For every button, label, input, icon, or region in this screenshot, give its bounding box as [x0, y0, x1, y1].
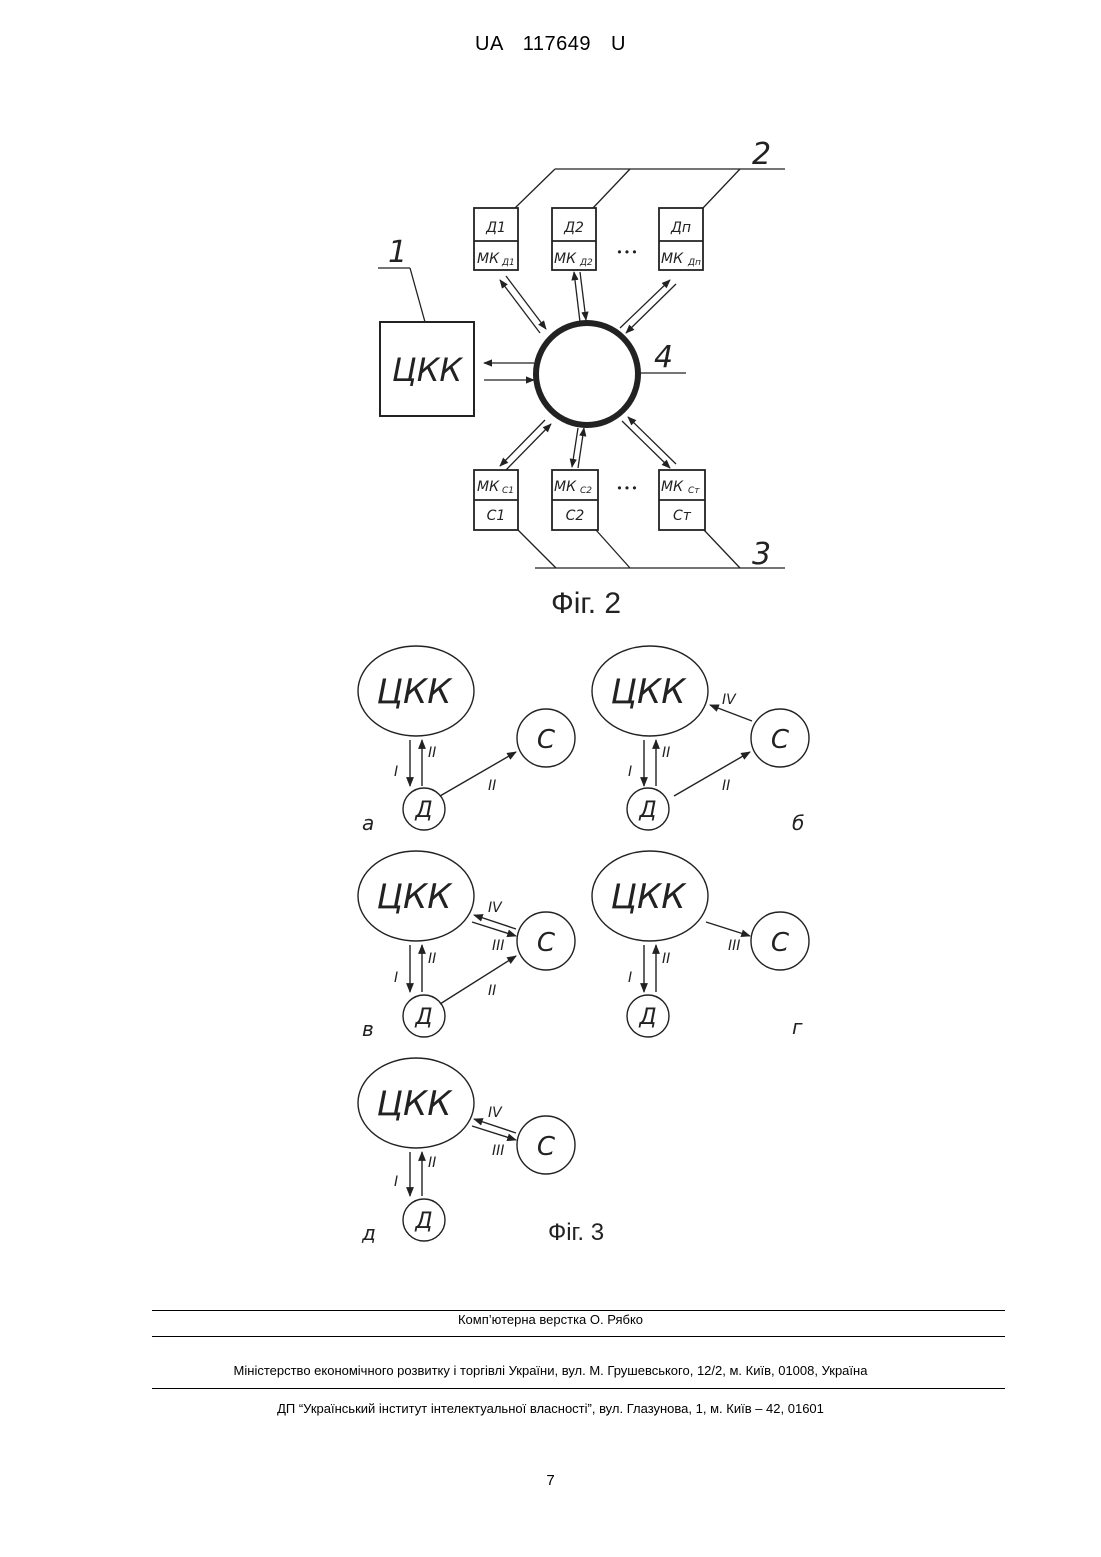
arrow-iv-label: IV: [488, 900, 503, 916]
fig3-labels: ЦКК ЦКК ЦКК ЦКК ЦКК С С С С С Д Д Д Д Д …: [361, 672, 804, 1246]
panel-label-g: г: [792, 1015, 803, 1039]
ref-1-label: 1: [388, 235, 407, 270]
mk-d2-label: МК: [554, 251, 577, 267]
c-label: С: [537, 928, 556, 958]
panel-label-a: а: [362, 811, 374, 835]
d-label: Д: [638, 798, 656, 823]
mk-d1-sub: Д1: [501, 258, 515, 268]
panel-label-d: д: [361, 1221, 376, 1245]
ckk-label: ЦКК: [392, 351, 464, 389]
d-label: Д: [414, 1209, 432, 1234]
d-dots: • • •: [617, 245, 636, 259]
ministry-address: Міністерство економічного розвитку і тор…: [0, 1363, 1101, 1378]
arrow-ii-label: II: [428, 1155, 436, 1171]
ref-3-leader: [518, 530, 785, 568]
c-dots: • • •: [617, 481, 636, 495]
d1-label: Д1: [485, 220, 506, 236]
ref-4-label: 4: [654, 340, 673, 375]
arrow-ii-label: II: [488, 778, 496, 794]
ckk-label: ЦКК: [377, 672, 454, 712]
c2-label: С2: [566, 508, 585, 524]
institute-address: ДП “Український інститут інтелектуальної…: [0, 1401, 1101, 1416]
ref-3-label: 3: [752, 537, 771, 572]
arrow-i-label: I: [628, 970, 632, 986]
ckk-label: ЦКК: [377, 1084, 454, 1124]
footer-rule-top: [152, 1310, 1005, 1311]
dn-label: Дп: [670, 220, 691, 236]
d-label: Д: [414, 798, 432, 823]
mk-dn-sub: Дп: [687, 258, 701, 268]
mk-c1-sub: С1: [502, 486, 514, 496]
mk-c1-label: МК: [477, 479, 500, 495]
mk-c2-label: МК: [554, 479, 577, 495]
page-number: 7: [0, 1472, 1101, 1489]
mk-cm-sub: Ст: [688, 486, 700, 496]
d2-label: Д2: [563, 220, 584, 236]
arrow-ii-label: II: [662, 745, 670, 761]
panel-label-b: б: [792, 811, 804, 835]
arrow-ii-label: II: [722, 778, 730, 794]
mk-cm-label: МК: [661, 479, 684, 495]
arrow-iii-label: III: [492, 1143, 504, 1159]
arrow-i-label: I: [628, 764, 632, 780]
arrow-i-label: I: [394, 764, 398, 780]
c-label: С: [771, 725, 790, 755]
fig3-caption: Фіг. 3: [548, 1219, 604, 1246]
arrow-i-label: I: [394, 970, 398, 986]
arrow-iii-label: III: [492, 938, 504, 954]
arrow-ii-label: II: [662, 951, 670, 967]
mk-dn-label: МК: [661, 251, 684, 267]
arrow-ii-label: II: [428, 745, 436, 761]
ckk-label: ЦКК: [377, 877, 454, 917]
fig2-caption: Фіг. 2: [551, 587, 621, 620]
footer-rule-middle: [152, 1336, 1005, 1337]
arrow-ii-label: II: [488, 983, 496, 999]
arrow-i-label: I: [394, 1174, 398, 1190]
c-label: С: [537, 725, 556, 755]
ckk-label: ЦКК: [611, 672, 688, 712]
ckk-label: ЦКК: [611, 877, 688, 917]
ref-2-label: 2: [752, 137, 771, 172]
d-label: Д: [638, 1005, 656, 1030]
panel-label-v: в: [362, 1017, 374, 1041]
layout-credit: Комп’ютерна верстка О. Рябко: [0, 1312, 1101, 1327]
c-label: С: [537, 1132, 556, 1162]
arrow-iii-label: III: [728, 938, 740, 954]
c-label: С: [771, 928, 790, 958]
bus-ring: [536, 323, 638, 425]
arrow-ii-label: II: [428, 951, 436, 967]
ref-2-leader: [515, 169, 785, 208]
arrow-iv-label: IV: [722, 692, 737, 708]
c1-label: С1: [487, 508, 506, 524]
d-label: Д: [414, 1005, 432, 1030]
fig2-labels: 1 2 3 4 ЦКК Д1 Д2 Дп МК Д1 МК Д2 МК Дп М…: [388, 137, 771, 620]
mk-d1-label: МК: [477, 251, 500, 267]
mk-d2-sub: Д2: [579, 258, 593, 268]
arrow-iv-label: IV: [488, 1105, 503, 1121]
mk-c2-sub: С2: [580, 486, 592, 496]
footer-rule-bottom: [152, 1388, 1005, 1389]
cm-label: Ст: [673, 508, 692, 524]
